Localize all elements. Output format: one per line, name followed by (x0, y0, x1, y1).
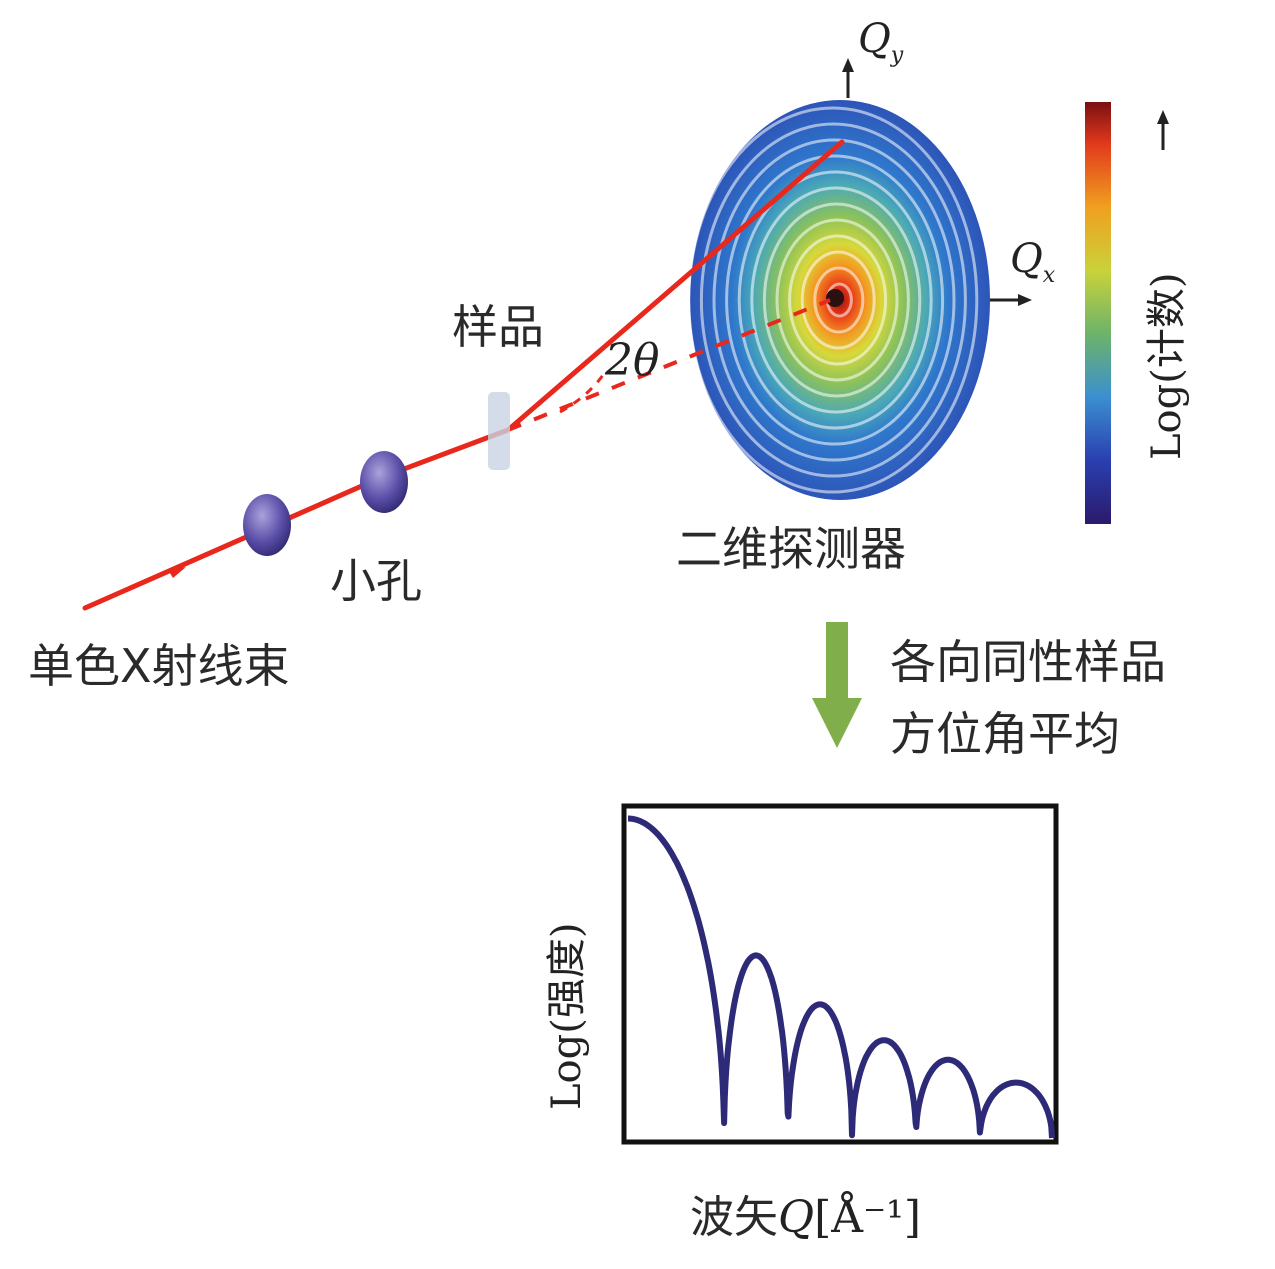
scattering-angle-label: 2θ (604, 335, 659, 386)
direct-beam-dashed (507, 298, 831, 432)
detector-ring (800, 250, 876, 350)
xray-beam (82, 139, 845, 611)
detector-ring (750, 186, 922, 414)
down-arrow-icon (812, 622, 862, 748)
process-label-line2: 方位角平均 (890, 707, 1120, 761)
detector-label: 二维探测器 (676, 522, 906, 576)
qy-label: Qy (858, 16, 904, 68)
angle-arc (559, 371, 607, 414)
beam-label: 单色X射线束 (28, 639, 290, 693)
beam-direction-arrow-icon (168, 567, 186, 578)
colorbar-label: Log(计数) (1144, 273, 1190, 460)
plot-x-axis-label: 波矢Q[Å⁻¹] (690, 1190, 921, 1243)
detector-ring (725, 154, 945, 446)
sample (488, 392, 510, 470)
detector-ring (775, 218, 899, 382)
qx-label: Qx (1010, 236, 1056, 288)
detector-ring (762, 202, 910, 398)
beam-line (82, 139, 845, 611)
sample-label: 样品 (452, 300, 544, 354)
qy-axis-arrow (842, 58, 854, 98)
detector-ring (712, 138, 956, 462)
detector-ring (788, 234, 888, 366)
intensity-plot (621, 803, 1059, 1145)
detector-ring (813, 266, 865, 334)
qx-axis-arrow (990, 294, 1032, 306)
plot-y-axis-label: Log(强度) (544, 923, 590, 1110)
aperture-disc-icon (360, 451, 408, 513)
sample-slab (488, 392, 510, 470)
beam-stop (826, 289, 844, 307)
detector (687, 100, 990, 500)
aperture-disc-icon (243, 494, 291, 556)
process-label-line1: 各向同性样品 (890, 635, 1166, 689)
detector-rings (687, 106, 979, 494)
detector-ring (699, 122, 967, 478)
plot-frame (621, 803, 1059, 1145)
colorbar (1085, 102, 1111, 524)
scattering-curve (625, 815, 1055, 1139)
pinhole-label: 小孔 (330, 554, 422, 608)
detector-ring (687, 106, 979, 494)
pinhole-apertures (243, 451, 408, 556)
colorbar-up-arrow-icon (1157, 110, 1169, 150)
detector-ring (737, 170, 933, 430)
